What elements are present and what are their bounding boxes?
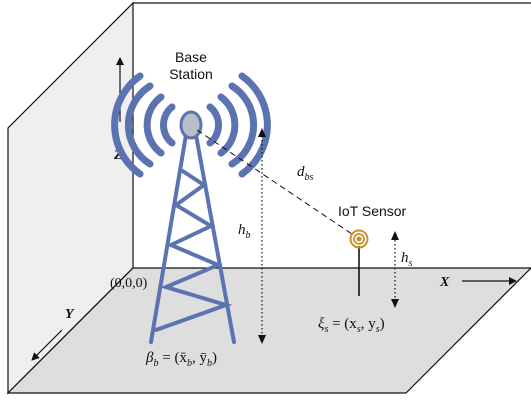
origin-label: (0,0,0) [110, 276, 148, 291]
x-axis-label: X [439, 275, 450, 290]
cell-tower-icon [149, 133, 236, 344]
distance-label: dbs [297, 164, 314, 183]
base-height-arrow-top [258, 128, 266, 137]
iot-sensor-icon [349, 229, 369, 249]
base-height-arrow-bottom [258, 335, 266, 344]
base-station-label-line2: Station [169, 66, 213, 82]
iot-sensor-label: IoT Sensor [338, 203, 407, 219]
z-axis-label: Z [113, 148, 123, 163]
signal-waves-icon [111, 72, 271, 178]
floor [6, 267, 531, 394]
sensor-height-arrow-bottom [391, 299, 399, 308]
distance-line [196, 129, 353, 235]
base-height-label: hb [238, 222, 251, 241]
sensor-position-formula: ξs = (xs, ys) [318, 316, 385, 335]
y-axis-label: Y [65, 307, 75, 322]
sensor-height-label: hs [401, 250, 413, 269]
y-axis-arrow [31, 329, 63, 361]
base-station-label-line1: Base [175, 49, 207, 65]
base-position-formula: βb = (x̄b, ȳb) [145, 350, 217, 369]
sensor-height-arrow-top [391, 231, 399, 240]
antenna-head [179, 110, 203, 140]
